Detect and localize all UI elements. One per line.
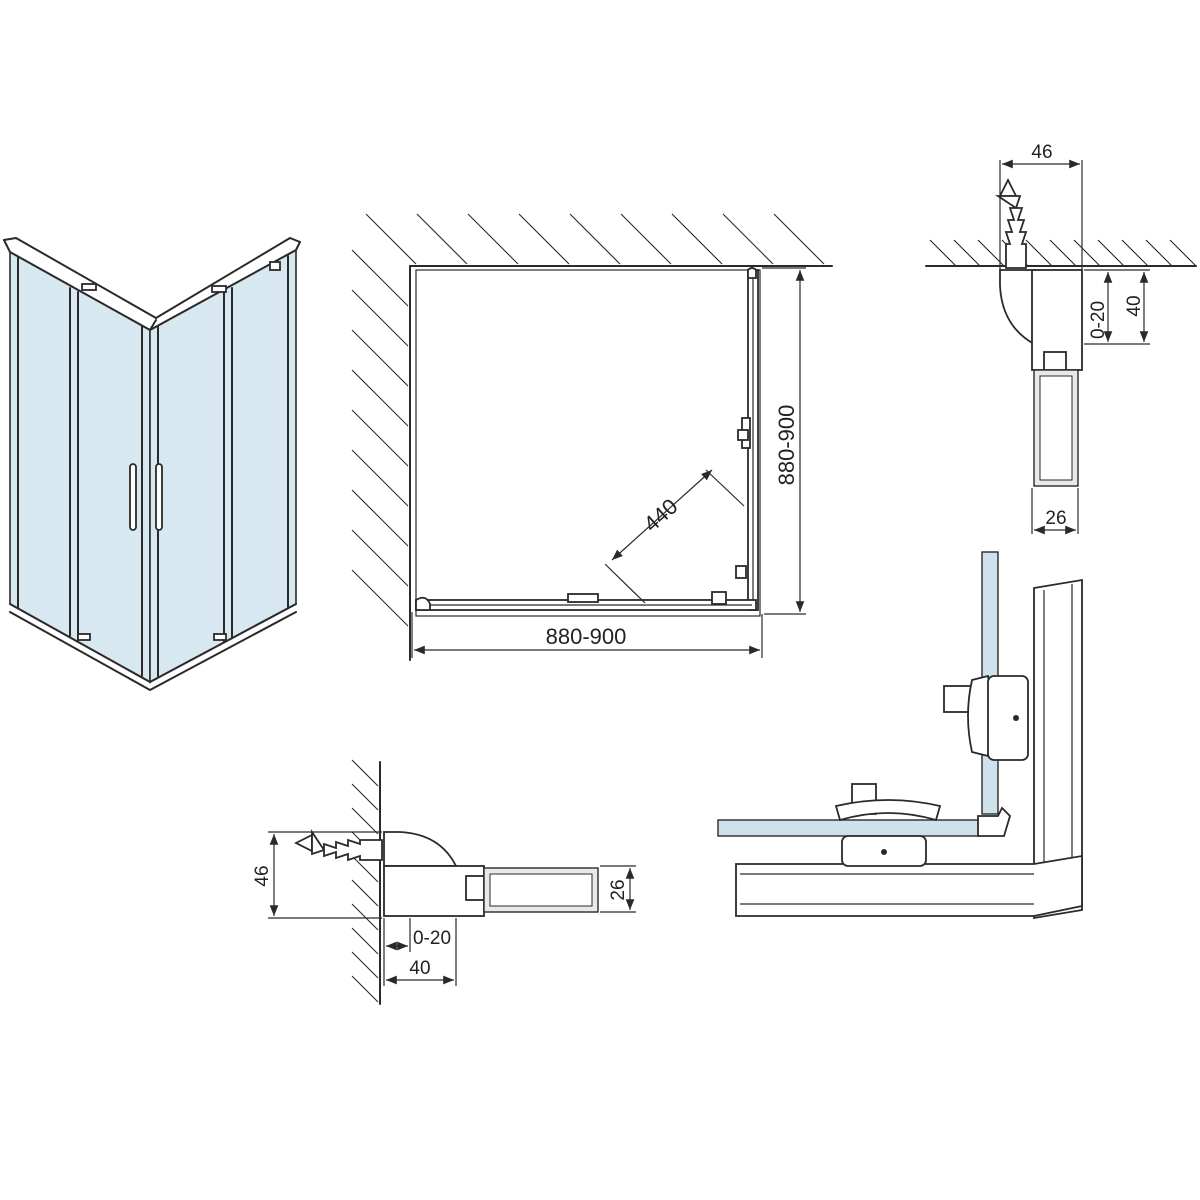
dim-top-depth: 40 <box>1124 295 1145 316</box>
wall-hatch-line <box>351 855 379 883</box>
door-handle-right <box>155 463 163 531</box>
corner-frame-vertical <box>1033 578 1083 920</box>
wall-hatch-line <box>351 927 379 955</box>
dim-top-width: 46 <box>1031 142 1052 163</box>
wall-hatch-line <box>351 759 379 787</box>
dim-top-bottom: 26 <box>1045 508 1066 529</box>
dim-side-adjust: 0-20 <box>413 928 451 949</box>
wall-hatch-line <box>1145 239 1173 267</box>
wall-hatch-line <box>1025 239 1053 267</box>
wall-hatch-line <box>569 213 621 265</box>
side-profile-detail: 46 26 0-20 40 <box>252 759 636 1005</box>
dim-side-depth: 40 <box>409 958 430 979</box>
wall-hatch-line <box>620 213 672 265</box>
door-handle-left <box>129 463 137 531</box>
wall-hatch-line <box>351 529 409 587</box>
top-profile-detail: 46 0-20 40 26 <box>925 142 1197 535</box>
wall-hatch-line <box>351 449 409 507</box>
dim-plan-depth: 880-900 <box>774 405 799 486</box>
wall-anchor-top <box>995 177 1028 269</box>
wall-hatch-line <box>416 213 468 265</box>
wall-hatch-line <box>953 239 981 267</box>
roller-vertical <box>943 674 1029 761</box>
wall-hatch-line <box>929 239 957 267</box>
wall-hatch-line <box>351 409 409 467</box>
wall-hatch-line <box>365 213 417 265</box>
wall-hatch-line <box>518 213 570 265</box>
wall-hatch-line <box>1169 239 1197 267</box>
wall-hatch-line <box>1121 239 1149 267</box>
wall-hatch-line <box>351 569 409 627</box>
wall-hatch-line <box>351 975 379 1003</box>
wall-hatch-line <box>351 903 379 931</box>
dim-top-adjust: 0-20 <box>1088 301 1109 339</box>
wall-hatch-line <box>671 213 723 265</box>
roller-horizontal <box>834 783 942 867</box>
wall-hatch-line <box>351 807 379 835</box>
wall-hatch-line <box>1073 239 1101 267</box>
wall-hatch-line <box>351 783 379 811</box>
wall-hatch-line <box>351 489 409 547</box>
corner-joint <box>977 806 1012 837</box>
horizontal-glass-pane <box>717 819 981 837</box>
corner-frame-horizontal <box>735 854 1083 917</box>
dim-side-height: 46 <box>252 865 273 886</box>
wall-hatch-line <box>351 329 409 387</box>
wall-hatch-line <box>773 213 825 265</box>
wall-hatch-line <box>351 249 409 307</box>
corner-detail <box>717 551 1083 920</box>
wall-hatch-line <box>351 369 409 427</box>
wall-hatch-line <box>467 213 519 265</box>
left-glass-panel <box>9 250 151 684</box>
dim-side-right: 26 <box>608 879 629 900</box>
wall-hatch-line <box>351 879 379 907</box>
plan-view: 440 880-900 880-900 <box>351 213 833 661</box>
dim-plan-width: 880-900 <box>546 624 627 649</box>
wall-hatch-line <box>1049 239 1077 267</box>
perspective-view <box>3 237 301 691</box>
wall-hatch-line <box>351 951 379 979</box>
wall-anchor-side <box>293 829 383 862</box>
wall-hatch-line <box>351 289 409 347</box>
wall-hatch-line <box>1097 239 1125 267</box>
wall-hatch-line <box>722 213 774 265</box>
